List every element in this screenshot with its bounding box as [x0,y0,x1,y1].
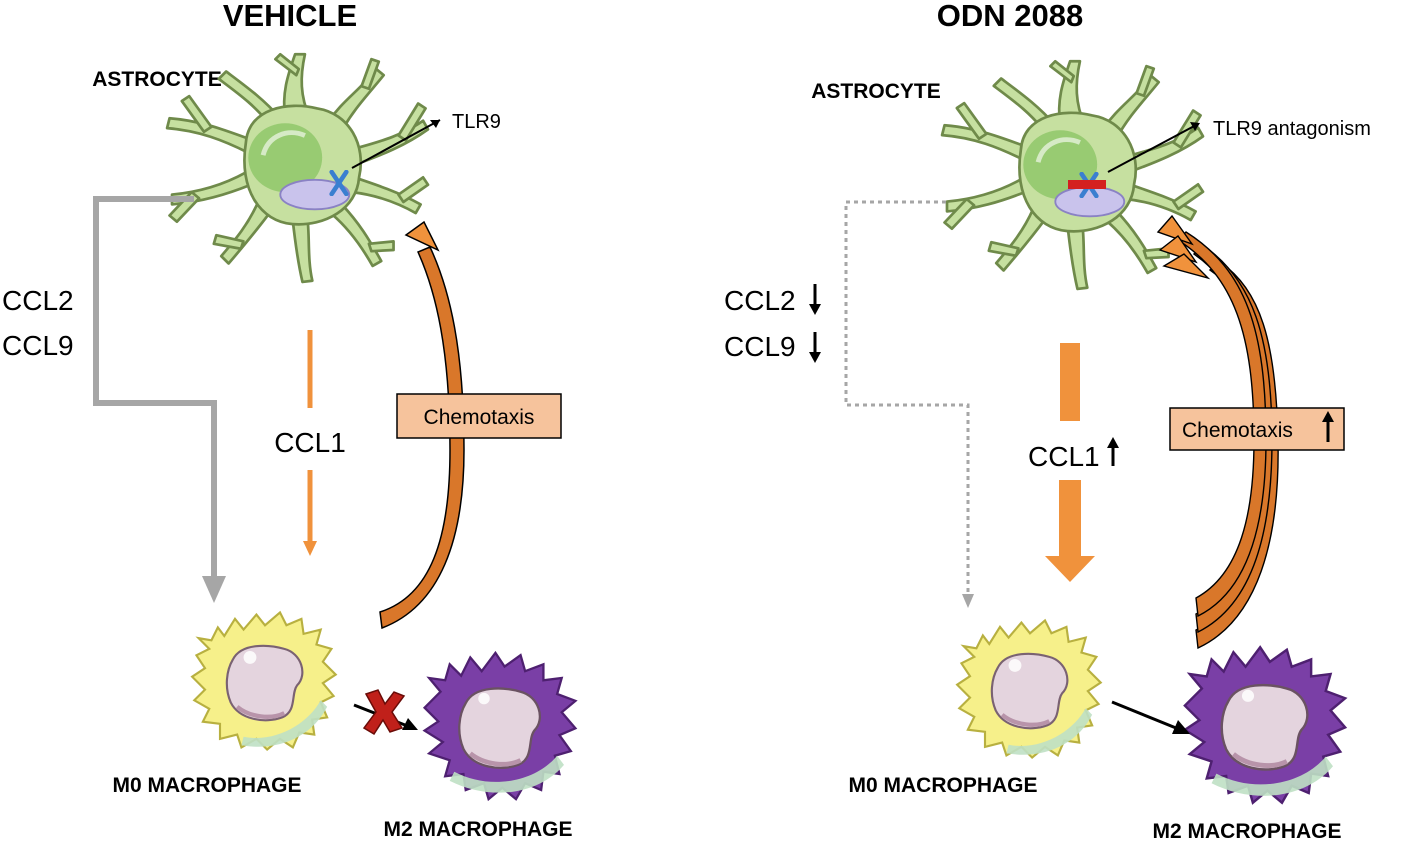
vehicle-ccl1-arrowhead [303,541,317,556]
odn-polarization-arrowhead [1172,720,1190,734]
vehicle-m2-macrophage [425,653,576,799]
vehicle-panel: VEHICLE ASTROCYTE TLR9 CCL2 CCL9 CCL1 Ch… [2,0,575,841]
vehicle-tlr9-pointer-head [430,120,440,128]
odn-chemotaxis-box [1169,407,1345,451]
vehicle-ccl-arrow [93,196,217,578]
vehicle-chemotaxis-arrow [379,246,465,630]
odn-ccl2-label: CCL2 [724,285,796,316]
vehicle-ccl2-label: CCL2 [2,285,74,316]
vehicle-m0-label: M0 MACROPHAGE [112,774,301,797]
odn-receptor-label: TLR9 antagonism [1213,118,1371,140]
vehicle-chemotaxis-arrowhead [404,220,440,252]
odn-m0-macrophage [957,620,1101,757]
odn-ccl1-arrow-top [1060,343,1080,421]
odn-title: ODN 2088 [937,0,1083,33]
vehicle-m0-macrophage [192,612,336,749]
vehicle-title: VEHICLE [223,0,357,33]
odn-chemotaxis-arrows [1156,214,1279,650]
odn-astrocyte-label: ASTROCYTE [811,80,941,103]
vehicle-tlr9-pointer [351,119,441,169]
vehicle-receptor-label: TLR9 [452,111,501,133]
odn-antagonist-bar [1068,180,1106,189]
odn-ccl-arrow [844,200,970,596]
blocked-x-icon [362,689,406,736]
ccl1-up-arrow-icon [1107,437,1119,466]
odn-m0-label: M0 MACROPHAGE [848,774,1037,797]
ccl9-down-arrow-icon [809,332,821,363]
odn-ccl9-label: CCL9 [724,331,796,362]
vehicle-chemotaxis-label: Chemotaxis [424,406,535,429]
vehicle-ccl1-label: CCL1 [274,427,346,458]
vehicle-astrocyte-label: ASTROCYTE [92,68,222,91]
odn-chemotaxis-label: Chemotaxis [1182,419,1293,442]
odn-panel: ODN 2088 ASTROCYTE TLR9 antagonism CCL2 … [724,0,1371,843]
odn-ccl1-arrow-bottom [1059,480,1081,558]
odn-astrocyte [942,61,1203,289]
odn-m2-label: M2 MACROPHAGE [1152,820,1341,843]
vehicle-ccl9-label: CCL9 [2,330,74,361]
odn-tlr9-pointer-head [1190,122,1200,131]
vehicle-ccl-arrowhead [202,576,226,603]
odn-ccl1-label: CCL1 [1028,441,1100,472]
odn-m2-macrophage [1185,647,1345,802]
ccl2-down-arrow-icon [809,284,821,315]
odn-polarization-arrow [1111,700,1177,730]
chemotaxis-up-arrow-icon [1322,411,1334,442]
vehicle-m2-label: M2 MACROPHAGE [383,818,572,841]
odn-tlr9-pointer [1107,123,1199,173]
odn-ccl1-arrowhead [1045,556,1095,582]
vehicle-chemotaxis-box [396,393,562,439]
odn-ccl-arrowhead [962,594,974,608]
vehicle-polarization-arrowhead [402,718,418,730]
